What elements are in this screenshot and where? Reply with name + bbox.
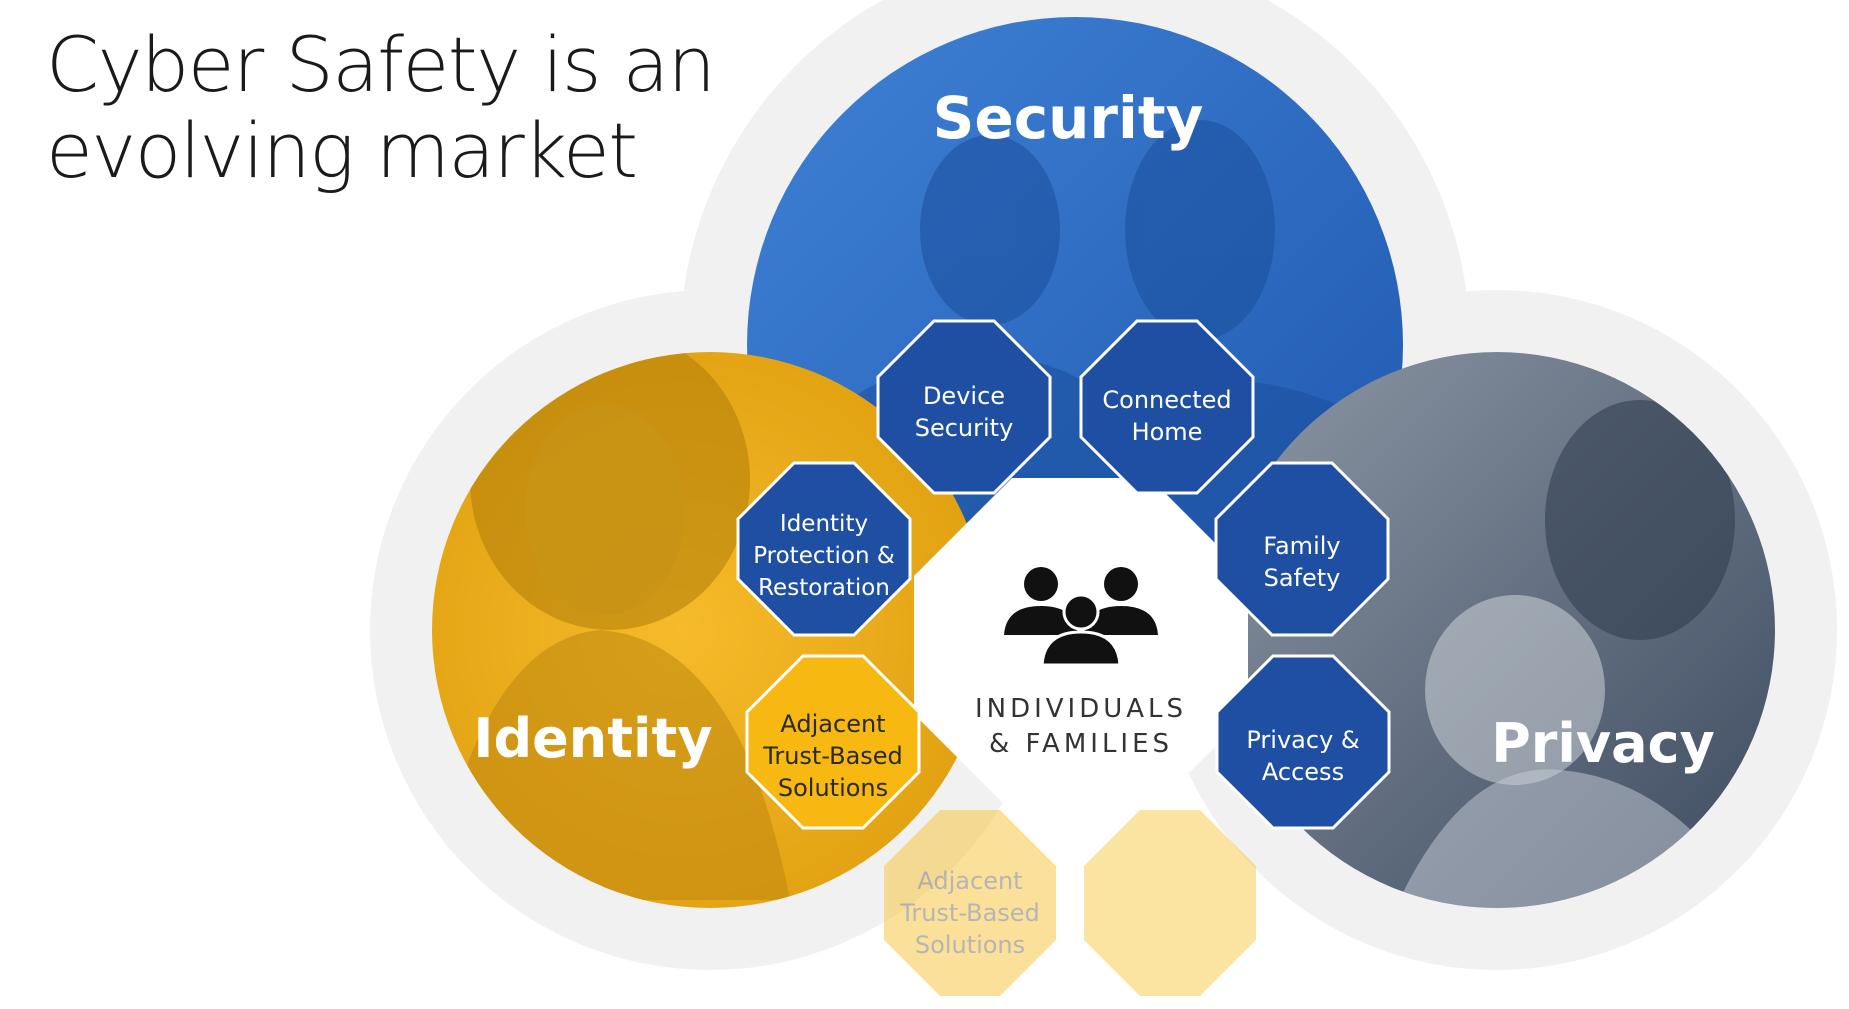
privacy-label: Privacy: [1491, 712, 1715, 775]
adjacent-left-label-3: Solutions: [778, 774, 888, 802]
adjacent-bottom-label-2: Trust-Based: [899, 899, 1040, 927]
octagon-adjacent-bottom: Adjacent Trust-Based Solutions: [884, 810, 1056, 996]
adjacent-bottom-label-3: Solutions: [915, 931, 1025, 959]
center-hub: INDIVIDUALS & FAMILIES: [914, 478, 1248, 812]
identity-protection-label-1: Identity: [780, 511, 868, 537]
adjacent-left-label-2: Trust-Based: [762, 742, 903, 770]
connected-home-label-1: Connected: [1102, 386, 1231, 414]
page-title-line-1: Cyber Safety is an: [46, 20, 716, 109]
octagon-identity-protection: Identity Protection & Restoration: [736, 461, 912, 637]
octagon-family-safety: Family Safety: [1214, 461, 1390, 637]
center-label-line-1: INDIVIDUALS: [975, 694, 1187, 724]
octagon-privacy-access: Privacy & Access: [1215, 654, 1391, 830]
octagon-adjacent-left: Adjacent Trust-Based Solutions: [745, 654, 921, 830]
center-label-line-2: & FAMILIES: [989, 729, 1173, 759]
octagon-connected-home: Connected Home: [1079, 319, 1255, 495]
octagon-faded-empty: [1084, 810, 1256, 996]
device-security-label-1: Device: [923, 382, 1005, 410]
family-safety-label-2: Safety: [1264, 564, 1341, 592]
people-group-icon: [1004, 567, 1158, 667]
security-label: Security: [933, 84, 1204, 152]
page-title: Cyber Safety is an evolving market: [46, 20, 716, 195]
family-safety-label-1: Family: [1263, 532, 1340, 560]
privacy-access-label-1: Privacy &: [1246, 726, 1359, 754]
device-security-label-2: Security: [915, 414, 1014, 442]
octagon-device-security: Device Security: [876, 319, 1052, 495]
adjacent-bottom-label-1: Adjacent: [917, 867, 1022, 895]
page-title-line-2: evolving market: [46, 106, 638, 195]
adjacent-left-label-1: Adjacent: [780, 710, 885, 738]
privacy-access-label-2: Access: [1262, 758, 1344, 786]
identity-label: Identity: [473, 707, 712, 770]
identity-protection-label-2: Protection &: [753, 543, 895, 569]
connected-home-label-2: Home: [1132, 418, 1203, 446]
identity-protection-label-3: Restoration: [758, 575, 890, 601]
